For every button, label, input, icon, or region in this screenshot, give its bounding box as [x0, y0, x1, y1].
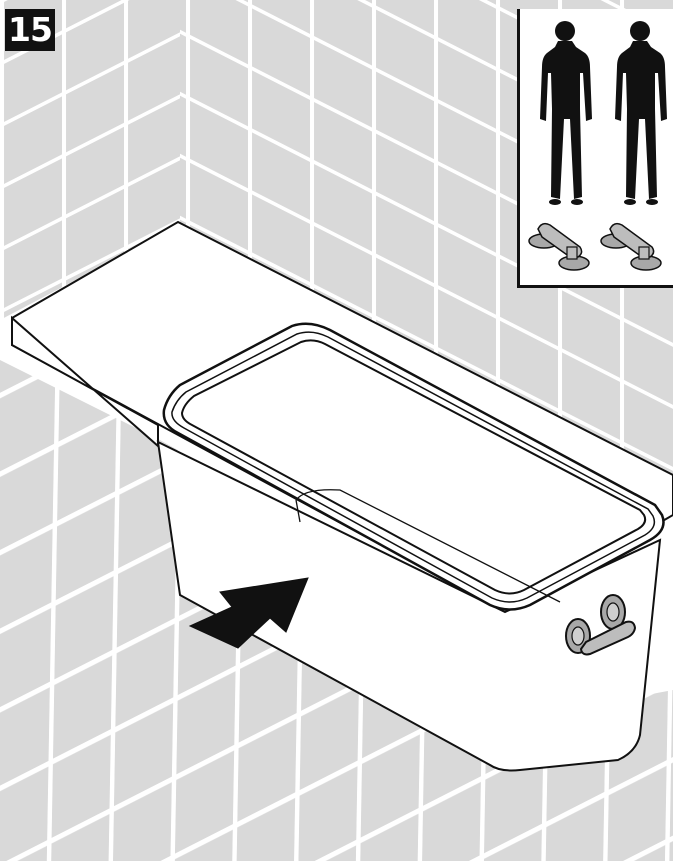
requirements-inset — [517, 9, 673, 288]
step-number-badge: 15 — [5, 9, 55, 51]
person-icon — [540, 21, 592, 205]
person-icon — [615, 21, 667, 205]
suction-cup-lifter-icon — [529, 224, 589, 270]
suction-cup-lifter-icon — [601, 224, 661, 270]
requirements-illustration — [520, 9, 673, 285]
